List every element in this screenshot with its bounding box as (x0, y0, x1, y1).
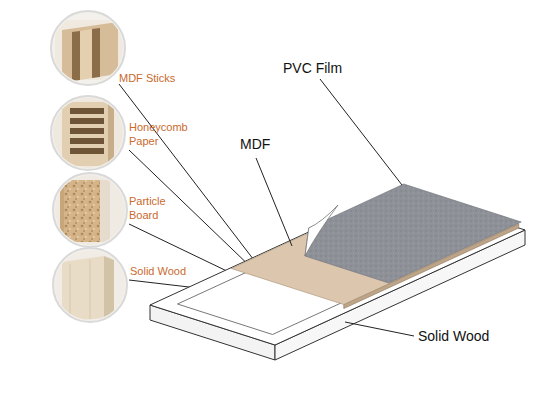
board-face (100, 180, 110, 242)
photo-circle (51, 96, 125, 170)
wood-grain (90, 260, 91, 319)
material-callout: Particle Board (129, 194, 181, 222)
mdf-board (62, 22, 118, 82)
honeycomb-cell (70, 128, 104, 134)
groove (92, 28, 100, 78)
particle-board-photo (52, 172, 132, 252)
photo-bg (50, 95, 130, 175)
layer-label: MDF (240, 136, 310, 153)
wood-grain (70, 264, 71, 320)
film-curl (305, 205, 338, 256)
material-callout: Honeycomb Paper (129, 120, 195, 148)
door-edge (62, 102, 108, 166)
leader-line (320, 79, 402, 185)
leader-line (256, 158, 292, 246)
layer-label: Solid Wood (418, 328, 528, 345)
wood-block (62, 256, 104, 322)
solid-wood-photo (52, 247, 132, 327)
honeycomb-cell (70, 118, 104, 124)
stick (80, 29, 92, 80)
board-edge (60, 180, 64, 242)
photo-bg (52, 172, 132, 252)
honeycomb-cell (70, 138, 104, 144)
layer-label: PVC Film (283, 60, 393, 77)
film-face (305, 184, 521, 283)
pvc-film (305, 184, 521, 283)
photo-bg (52, 247, 132, 327)
mdf-sticks-photo (51, 11, 130, 85)
honeycomb-cell (70, 108, 104, 114)
material-callout: MDF Sticks (119, 71, 209, 85)
particle-core (64, 180, 100, 242)
honeycomb-photo (50, 95, 130, 175)
door-side (108, 102, 114, 166)
groove (72, 31, 80, 81)
leader-line (345, 322, 414, 336)
material-callout: Solid Wood (130, 264, 220, 278)
honeycomb-cell (70, 148, 104, 154)
wood-side (104, 256, 114, 318)
leader-lines (256, 79, 414, 336)
